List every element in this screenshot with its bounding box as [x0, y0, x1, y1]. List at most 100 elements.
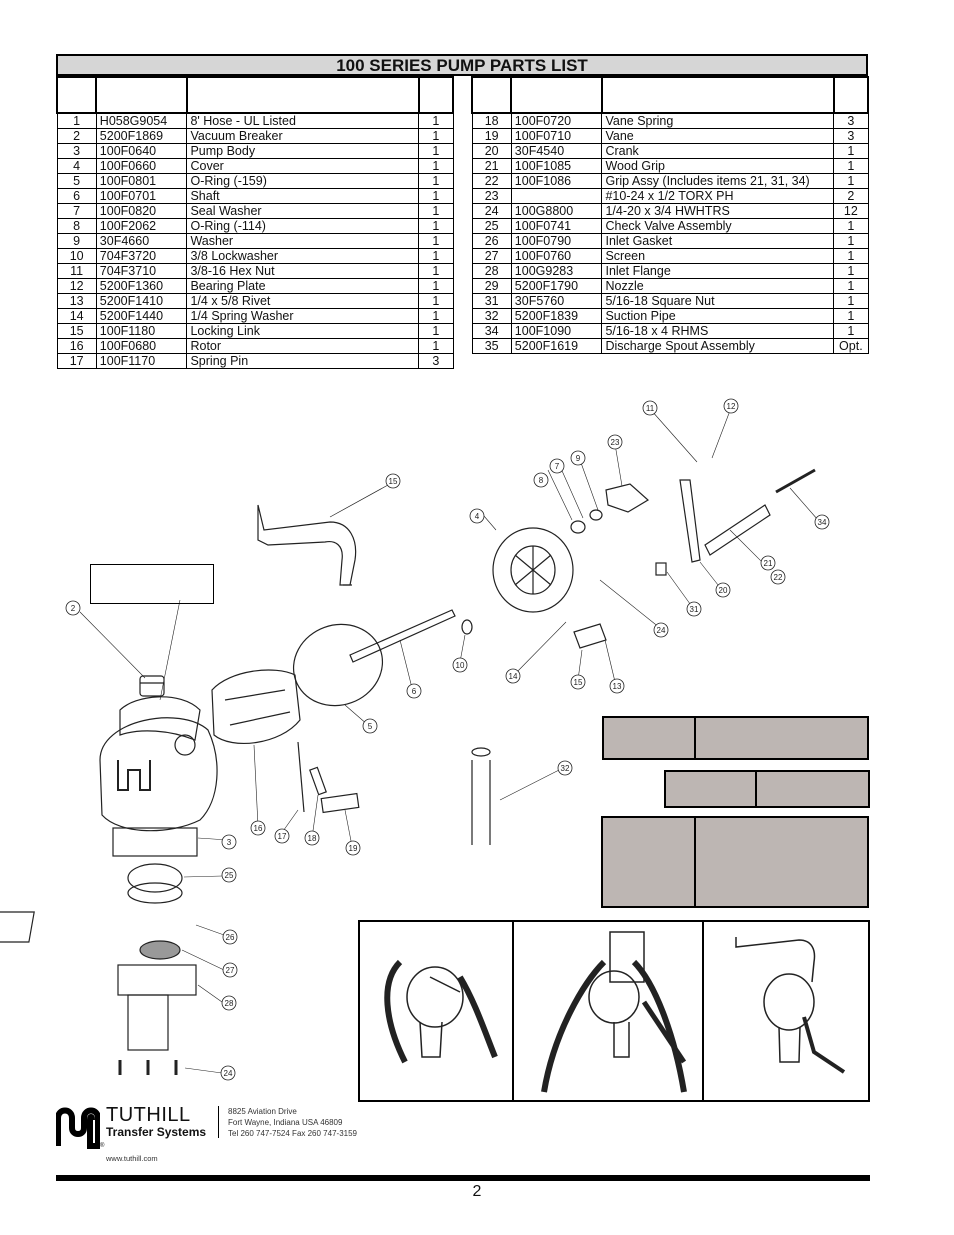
part-quantity: 1: [418, 128, 454, 144]
callout-label: 11: [646, 404, 655, 413]
table-header-row: [55, 76, 455, 114]
part-number: 100F0820: [95, 203, 188, 219]
callout-label: 18: [308, 834, 317, 843]
part-description: Nozzle: [601, 278, 835, 294]
callout-label: 13: [613, 682, 622, 691]
part-quantity: 1: [418, 188, 454, 204]
part-quantity: 3: [418, 353, 454, 369]
callout-circle: [406, 683, 422, 699]
part-description: 3/8 Lockwasher: [186, 248, 420, 264]
item-number: 35: [471, 338, 512, 354]
item-number: 20: [471, 143, 512, 159]
part-number: 5200F1410: [95, 293, 188, 309]
part-number: [510, 188, 603, 204]
callout-circle: [222, 962, 238, 978]
item-number: 31: [471, 293, 512, 309]
callout-label: 16: [254, 824, 263, 833]
callout-circle: [469, 508, 485, 524]
callout-circle: [760, 555, 776, 571]
part-quantity: 1: [418, 112, 454, 129]
callout-circle: [362, 718, 378, 734]
brand-name: TUTHILL: [106, 1104, 191, 1126]
pump-with-hose-illustration: [384, 959, 498, 1064]
part-description: Screen: [601, 248, 835, 264]
part-quantity: 1: [833, 323, 869, 339]
callout-label: 28: [225, 999, 234, 1008]
bottom-divider: [56, 1175, 870, 1181]
callout-label: 7: [555, 462, 560, 471]
item-number: 14: [56, 308, 97, 324]
part-description: Suction Pipe: [601, 308, 835, 324]
part-description: Rotor: [186, 338, 420, 354]
part-quantity: 1: [833, 263, 869, 279]
website-link[interactable]: www.tuthill.com: [106, 1154, 158, 1163]
part-description: Vane Spring: [601, 112, 835, 129]
callout-label: 23: [611, 438, 620, 447]
item-number: 19: [471, 128, 512, 144]
part-number: 30F4540: [510, 143, 603, 159]
item-number: 3: [56, 143, 97, 159]
part-quantity: 1: [418, 308, 454, 324]
item-number: 12: [56, 278, 97, 294]
tuthill-logo-icon: [56, 1107, 100, 1149]
callout-label: 22: [774, 573, 783, 582]
part-quantity: 2: [833, 188, 869, 204]
part-description: Vacuum Breaker: [186, 128, 420, 144]
part-description: 5/16-18 x 4 RHMS: [601, 323, 835, 339]
callout-circle: [570, 450, 586, 466]
part-number: 100F0680: [95, 338, 188, 354]
vane-spring-drawing: [309, 766, 327, 796]
blank-label-box: [90, 564, 214, 604]
wood-grip-drawing: [704, 504, 771, 556]
callout-label: 15: [574, 678, 583, 687]
part-description: 3/8-16 Hex Nut: [186, 263, 420, 279]
address-line: Fort Wayne, Indiana USA 46809: [228, 1118, 343, 1127]
part-description: O-Ring (-159): [186, 173, 420, 189]
part-quantity: 1: [833, 248, 869, 264]
part-description: Bearing Plate: [186, 278, 420, 294]
part-quantity: 1: [418, 233, 454, 249]
part-number: 5200F1790: [510, 278, 603, 294]
callout-circle: [250, 820, 266, 836]
registered-mark: ®: [100, 1143, 105, 1149]
callout-label: 34: [818, 518, 827, 527]
item-number: 15: [56, 323, 97, 339]
company-address: 8825 Aviation Drive Fort Wayne, Indiana …: [228, 1106, 357, 1139]
callout-circle: [715, 582, 731, 598]
o-ring-drawing: [292, 623, 384, 707]
callout-label: 3: [227, 838, 232, 847]
shaft-drawing: [349, 609, 456, 663]
part-description: Check Valve Assembly: [601, 218, 835, 234]
item-number: 6: [56, 188, 97, 204]
item-number: 13: [56, 293, 97, 309]
item-number: 16: [56, 338, 97, 354]
callout-label: 4: [475, 512, 480, 521]
vane-drawing: [320, 792, 360, 814]
callout-circle: [607, 434, 623, 450]
item-number: 27: [471, 248, 512, 264]
item-number: 2: [56, 128, 97, 144]
part-number: 5200F1869: [95, 128, 188, 144]
callout-circle: [549, 458, 565, 474]
callout-label: 32: [561, 764, 570, 773]
callout-circle: [609, 678, 625, 694]
pump-body-drawing: [99, 717, 218, 832]
part-description: Crank: [601, 143, 835, 159]
callout-label: 20: [719, 586, 728, 595]
